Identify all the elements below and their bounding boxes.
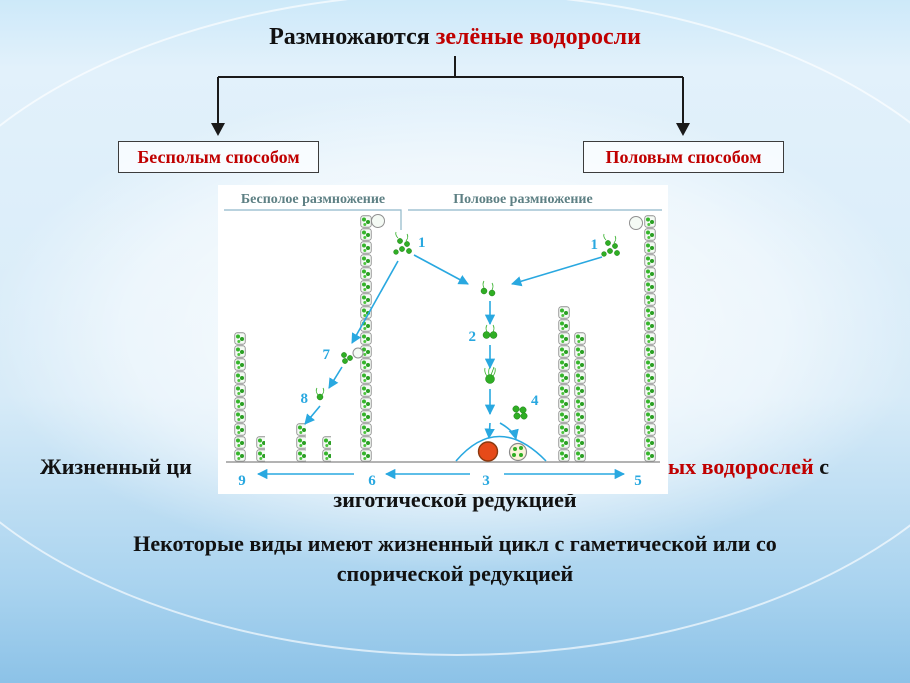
- bottom-note: Некоторые виды имеют жизненный цикл с га…: [0, 529, 910, 589]
- stage-number-8: 8: [301, 391, 309, 407]
- zoospore-cluster-seven: [341, 352, 353, 364]
- stage-number-5: 5: [634, 473, 642, 489]
- stage-number-6: 6: [368, 473, 376, 489]
- stage-number-4: 4: [531, 393, 539, 409]
- caption-left-text: Жизненный ци: [40, 454, 192, 479]
- background-ellipse: [0, 0, 910, 656]
- single-zoospore-eight: [315, 387, 325, 401]
- filament-left-tall: [360, 215, 372, 462]
- zoospore-cluster-left: [393, 231, 412, 255]
- asexual-bracket: [224, 209, 402, 230]
- caption-right-fragment: ых водорослей с: [668, 454, 829, 480]
- germling-a: [296, 423, 306, 462]
- page-title: Размножаются зелёные водоросли: [0, 24, 910, 51]
- sexual-method-label: Половым способом: [605, 146, 762, 167]
- stage-number-3: 3: [482, 473, 490, 489]
- caption-black-text: с: [813, 454, 829, 479]
- zoospores-and-gametes: [315, 231, 620, 420]
- planozygote: [484, 366, 496, 384]
- filament-mid-right-1: [558, 306, 570, 462]
- germling-c: [256, 436, 265, 462]
- sexual-method-box: Половым способом: [583, 141, 784, 173]
- stage-number-1-left: 1: [418, 235, 426, 251]
- release-bulge-right: [629, 216, 643, 230]
- asexual-method-label: Бесполым способом: [137, 146, 300, 167]
- cycle-arrows: [256, 254, 626, 480]
- caption-left-fragment: Жизненный ци: [40, 454, 192, 480]
- germling-b: [322, 436, 331, 462]
- filament-mid-right-2: [574, 332, 586, 462]
- filament-left-short: [234, 332, 246, 462]
- title-red-part: зелёные водоросли: [435, 24, 641, 50]
- note-line-2: спорической редукцией: [336, 561, 574, 586]
- caption-red-text: ых водорослей: [668, 454, 814, 479]
- sexual-heading: Половое размножение: [453, 192, 592, 207]
- stage-number-1-right: 1: [591, 237, 599, 253]
- life-cycle-diagram: Бесполое размножение Половое размножение: [218, 185, 668, 494]
- release-bulge-left: [371, 214, 385, 228]
- title-black-part: Размножаются: [269, 24, 436, 50]
- asexual-method-box: Бесполым способом: [118, 141, 319, 173]
- stage-number-9: 9: [238, 473, 246, 489]
- note-line-1: Некоторые виды имеют жизненный цикл с га…: [133, 531, 777, 556]
- side-bulge: [352, 347, 364, 359]
- meiospore-quartet: [512, 405, 528, 420]
- gamete-pair-meeting: [480, 280, 496, 297]
- zygote-spores: [512, 446, 523, 457]
- gamete-cluster-right: [601, 233, 620, 257]
- germinating-zygote: [508, 442, 528, 462]
- stage-number-7: 7: [323, 347, 331, 363]
- algae-filaments: [234, 214, 656, 462]
- asexual-heading: Бесполое размножение: [241, 192, 385, 207]
- fusing-gametes: [482, 324, 498, 339]
- filament-right-tall: [644, 215, 656, 462]
- resting-zygote: [477, 441, 499, 462]
- stage-number-2: 2: [469, 329, 477, 345]
